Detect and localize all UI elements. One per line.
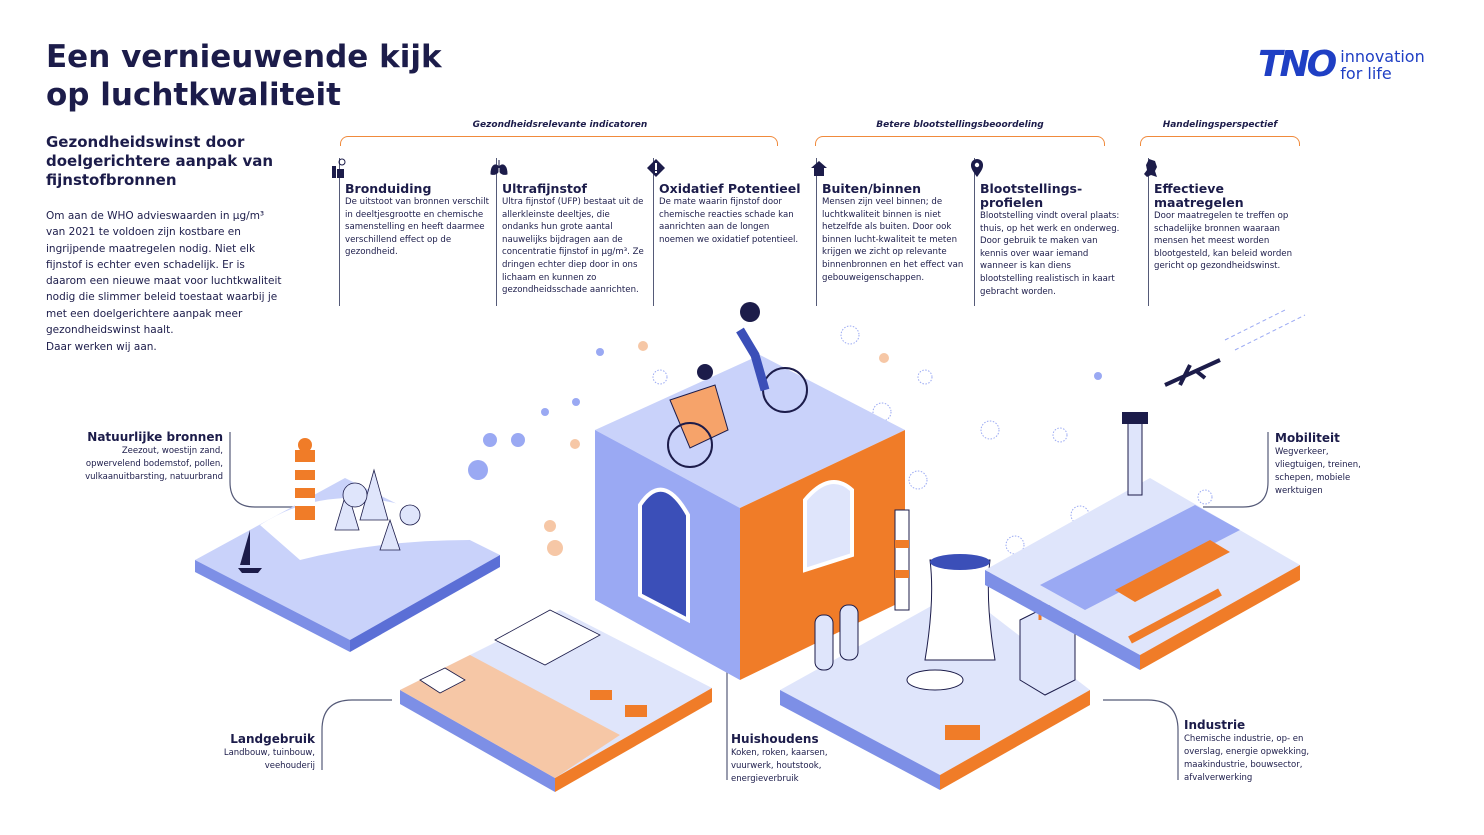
source-label-households: Huishoudens Koken, roken, kaarsen, vuurw…	[731, 732, 831, 786]
group-title: Handelingsperspectief	[1162, 120, 1278, 130]
lungs-icon	[490, 160, 508, 175]
intro-closing: Daar werken wij aan.	[46, 341, 157, 353]
netherlands-map-icon	[1144, 159, 1157, 177]
source-title: Industrie	[1184, 718, 1246, 732]
group-brace	[1140, 136, 1300, 146]
source-text: Wegverkeer, vliegtuigen, treinen, schepe…	[1275, 447, 1361, 496]
column-title: Effectieve maatregelen	[1154, 181, 1244, 210]
group-brace	[815, 136, 1105, 146]
subtitle: Gezondheidswinst door doelgerichtere aan…	[46, 133, 274, 189]
column-text: De uitstoot van bronnen verschilt in dee…	[345, 197, 489, 258]
column-title: Ultrafijnstof	[502, 181, 587, 196]
column-text: Blootstelling vindt overal plaats: thuis…	[980, 211, 1120, 297]
indicator-column: Oxidatief Potentieel De mate waarin fijn…	[647, 158, 803, 306]
source-text: Zeezout, woestijn zand, opwervelend bode…	[85, 446, 223, 482]
group-title: Betere blootstellingsbeoordeling	[876, 120, 1044, 130]
column-title: Oxidatief Potentieel	[659, 181, 801, 196]
source-text: Landbouw, tuinbouw, veehouderij	[223, 748, 315, 771]
source-title: Huishoudens	[731, 732, 819, 746]
natural-sources-tile	[195, 438, 500, 652]
source-text: Chemische industrie, op- en overslag, en…	[1184, 734, 1310, 783]
location-pin-icon	[971, 159, 983, 177]
source-text: Koken, roken, kaarsen, vuurwerk, houtsto…	[731, 748, 828, 784]
mobility-tile	[985, 309, 1306, 670]
source-title: Mobiliteit	[1275, 431, 1340, 445]
column-title: Blootstellings-profielen	[980, 181, 1083, 210]
indicator-column: Bronduiding De uitstoot van bronnen vers…	[332, 158, 489, 306]
indicator-column: Blootstellings-profielen Blootstelling v…	[971, 158, 1124, 306]
source-title: Natuurlijke bronnen	[87, 430, 223, 444]
source-label-natural: Natuurlijke bronnen Zeezout, woestijn za…	[70, 430, 223, 484]
indicator-column: Ultrafijnstof Ultra fijnstof (UFP) besta…	[490, 158, 646, 306]
house-icon	[811, 161, 827, 176]
household-cube	[595, 302, 905, 680]
intro-text: Om aan de WHO advieswaarden in µg/m³ van…	[46, 210, 282, 337]
column-text: Ultra fijnstof (UFP) bestaat uit de alle…	[502, 197, 644, 296]
land-use-tile	[400, 609, 712, 792]
column-text: Door maatregelen te treffen op schadelij…	[1154, 211, 1293, 272]
column-text: Mensen zijn veel binnen; de luchtkwalite…	[822, 197, 964, 283]
column-text: De mate waarin fijnstof door chemische r…	[659, 197, 799, 245]
source-label-industry: Industrie Chemische industrie, op- en ov…	[1184, 718, 1314, 785]
source-label-mobility: Mobiliteit Wegverkeer, vliegtuigen, trei…	[1275, 431, 1375, 498]
indicator-column: Buiten/binnen Mensen zijn veel binnen; d…	[811, 158, 966, 306]
industry-tile	[780, 509, 1090, 790]
group-title: Gezondheidsrelevante indicatoren	[472, 120, 648, 130]
column-title: Buiten/binnen	[822, 181, 922, 196]
page-title: Een vernieuwende kijk op luchtkwaliteit	[46, 39, 442, 113]
logo-mark: TNO	[1258, 44, 1337, 85]
column-title: Bronduiding	[345, 181, 432, 196]
source-title: Landgebruik	[230, 732, 315, 746]
group-brace	[340, 136, 778, 146]
logo-tagline: for life	[1340, 63, 1392, 83]
factory-smoke-icon	[332, 158, 346, 178]
indicator-column: Effectieve maatregelen Door maatregelen …	[1144, 158, 1298, 306]
source-label-land: Landgebruik Landbouw, tuinbouw, veehoude…	[200, 732, 315, 773]
logo-tagline: innovation	[1340, 46, 1425, 66]
warning-diamond-icon	[647, 159, 665, 177]
